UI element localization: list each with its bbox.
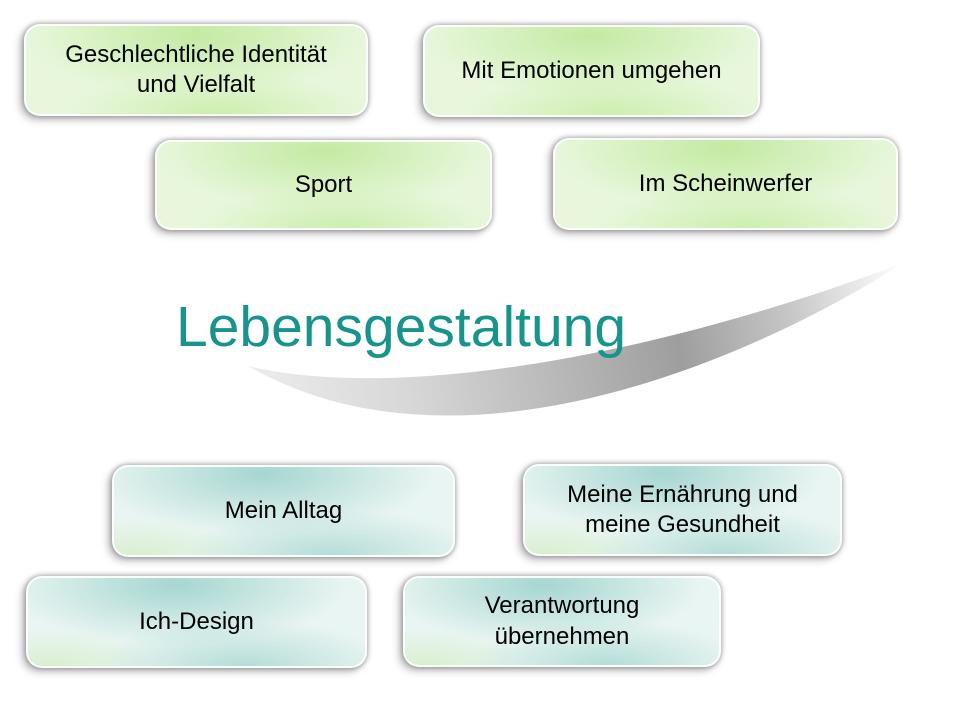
topic-box-meine-ernaehrung-und-gesundheit[interactable]: Meine Ernährung und meine Gesundheit <box>523 464 842 556</box>
topic-box-label: Im Scheinwerfer <box>638 169 813 197</box>
topic-box-label: Meine Ernährung und meine Gesundheit <box>567 480 798 538</box>
topic-box-label: Geschlechtliche Identität und Vielfalt <box>65 40 327 98</box>
topic-box-mein-alltag[interactable]: Mein Alltag <box>112 465 455 557</box>
topic-box-label: Mit Emotionen umgehen <box>461 56 722 84</box>
topic-box-geschlechtliche-identitaet[interactable]: Geschlechtliche Identität und Vielfalt <box>24 24 368 116</box>
topic-box-verantwortung-uebernehmen[interactable]: Verantwortung übernehmen <box>403 576 721 667</box>
slide-title: Lebensgestaltung <box>176 295 627 359</box>
topic-box-ich-design[interactable]: Ich-Design <box>26 576 367 668</box>
topic-box-sport[interactable]: Sport <box>155 140 492 230</box>
topic-box-label: Sport <box>294 170 353 198</box>
topic-box-label: Verantwortung übernehmen <box>484 592 640 650</box>
topic-box-mit-emotionen-umgehen[interactable]: Mit Emotionen umgehen <box>423 25 760 117</box>
topic-box-label: Mein Alltag <box>224 496 343 524</box>
topic-box-im-scheinwerfer[interactable]: Im Scheinwerfer <box>553 138 898 230</box>
topic-box-label: Ich-Design <box>139 607 254 635</box>
